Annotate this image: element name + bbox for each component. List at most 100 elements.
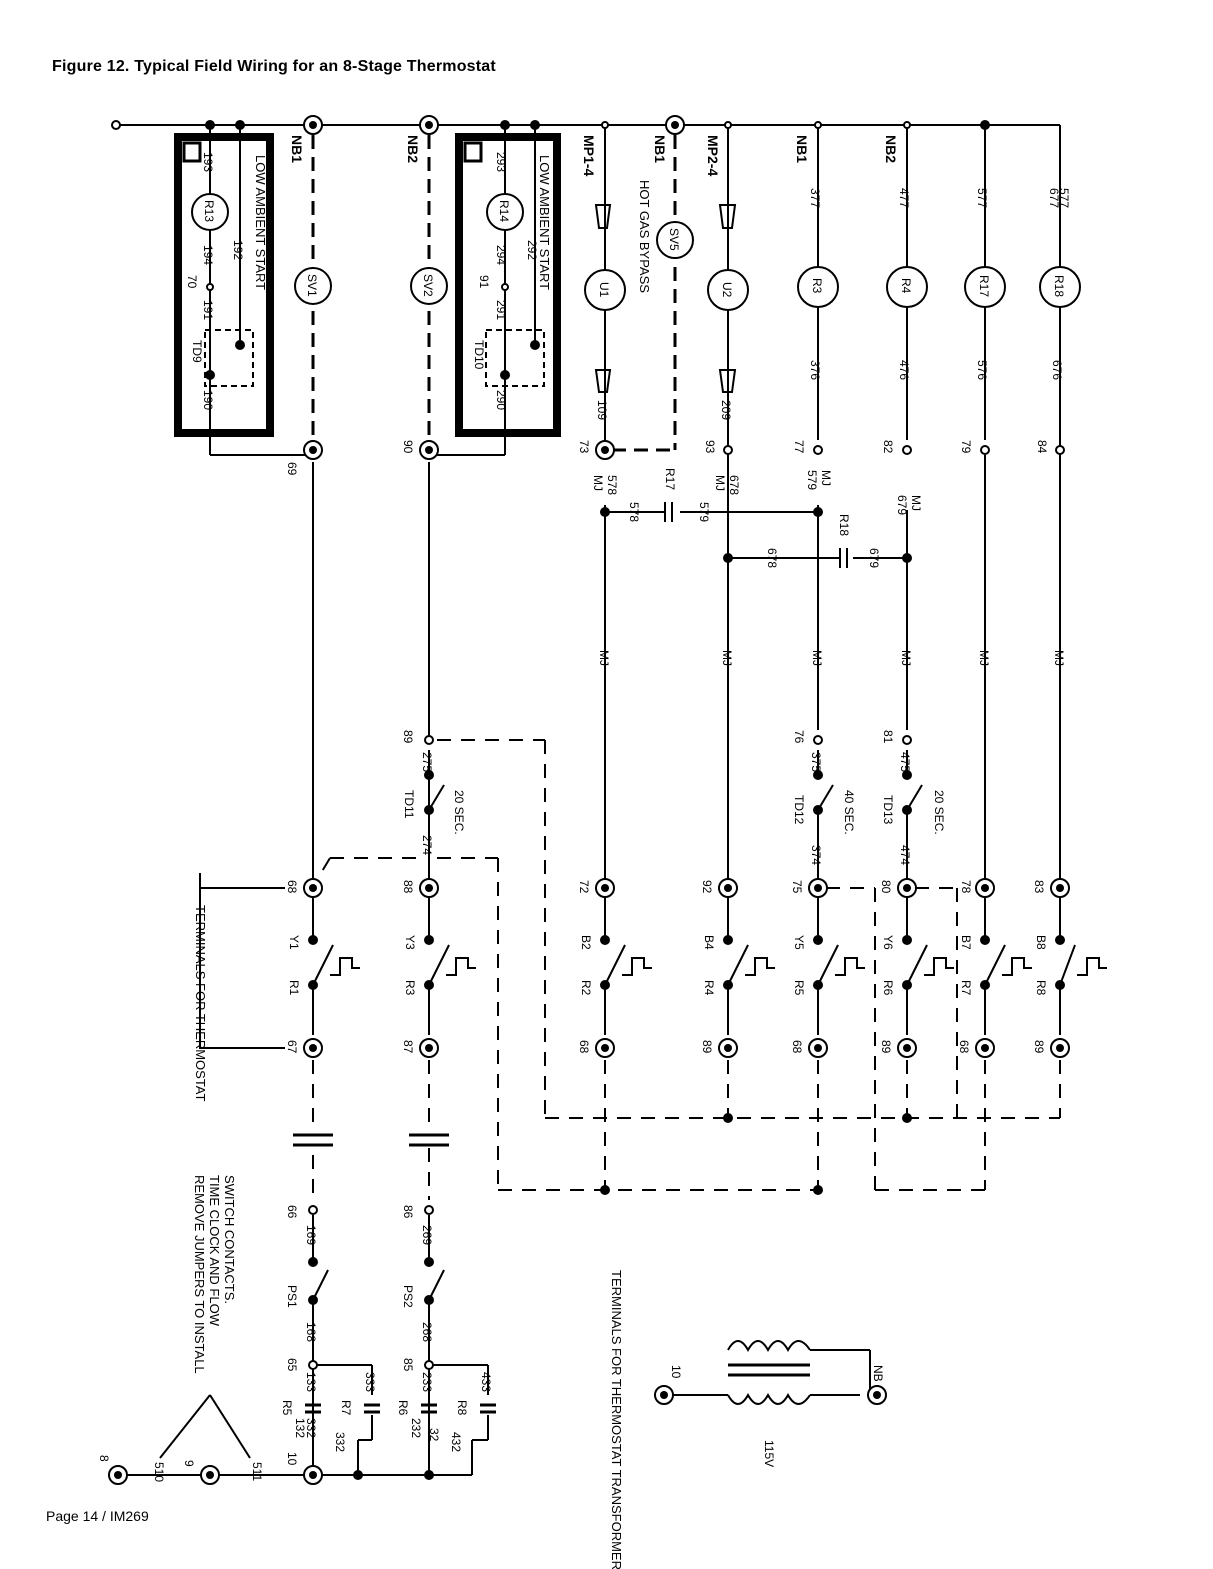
label-mj-8: MJ bbox=[899, 650, 913, 666]
label-r3-contact: R3 bbox=[403, 980, 417, 996]
label-mp1: MP1-4 bbox=[581, 135, 597, 176]
wire-32: 32 bbox=[427, 1428, 441, 1442]
wire-69: 69 bbox=[285, 462, 299, 476]
wire-89: 89 bbox=[401, 730, 415, 744]
wire-77: 77 bbox=[792, 440, 806, 454]
wire-268: 268 bbox=[420, 1322, 434, 1342]
label-mj-6: MJ bbox=[720, 650, 734, 666]
label-td9: TD9 bbox=[190, 340, 204, 363]
label-nb2-b: NB2 bbox=[883, 135, 899, 163]
wire-87: 87 bbox=[401, 1040, 415, 1054]
wire-432: 432 bbox=[449, 1432, 463, 1452]
label-terminals-transformer: TERMINALS FOR THERMOSTAT TRANSFORMER bbox=[609, 1270, 624, 1569]
label-r4: R4 bbox=[899, 278, 913, 294]
label-nb1-c: NB1 bbox=[794, 135, 810, 163]
label-mj-3: MJ bbox=[819, 470, 833, 486]
label-mj-2: MJ bbox=[713, 475, 727, 491]
wire-191: 191 bbox=[201, 300, 215, 320]
wire-89-d: 89 bbox=[1032, 1040, 1046, 1054]
u1-coil bbox=[584, 269, 626, 311]
label-b8: B8 bbox=[1034, 935, 1048, 950]
label-mp2: MP2-4 bbox=[705, 135, 721, 176]
label-mj-1: MJ bbox=[591, 475, 605, 491]
wire-477: 477 bbox=[897, 188, 911, 208]
wire-332-a: 332 bbox=[304, 1418, 318, 1438]
label-mj-4: MJ bbox=[909, 495, 923, 511]
wire-511: 511 bbox=[250, 1462, 264, 1481]
label-sv2: SV2 bbox=[421, 274, 435, 297]
label-ps2: PS2 bbox=[401, 1285, 415, 1308]
wire-269: 269 bbox=[420, 1225, 434, 1245]
wire-579-b: 579 bbox=[697, 502, 711, 522]
r17-coil bbox=[964, 266, 1006, 308]
label-low-ambient-2: LOW AMBIENT START bbox=[537, 155, 552, 290]
wire-209: 209 bbox=[719, 400, 733, 420]
wire-577-b: 577 bbox=[1057, 188, 1071, 208]
wire-232: 232 bbox=[409, 1418, 423, 1438]
r3-coil bbox=[797, 266, 839, 308]
wire-677: 677 bbox=[1047, 188, 1061, 208]
label-r6-bottom: R6 bbox=[396, 1400, 410, 1416]
wire-333: 333 bbox=[363, 1372, 377, 1392]
wire-233: 233 bbox=[420, 1372, 434, 1392]
wire-274: 274 bbox=[420, 835, 434, 855]
label-td10: TD10 bbox=[472, 340, 486, 370]
wire-10: 10 bbox=[285, 1452, 299, 1466]
wire-679-a: 679 bbox=[895, 495, 909, 515]
wire-nb-transformer: NB bbox=[871, 1365, 885, 1382]
wire-68-b: 68 bbox=[577, 1040, 591, 1054]
label-r5-bottom: R5 bbox=[280, 1400, 294, 1416]
label-b2: B2 bbox=[579, 935, 593, 950]
wire-109: 109 bbox=[595, 400, 609, 420]
label-40sec: 40 SEC. bbox=[842, 790, 856, 835]
r14-coil bbox=[486, 193, 524, 231]
wire-132: 132 bbox=[293, 1418, 307, 1438]
wire-89-c: 89 bbox=[879, 1040, 893, 1054]
wire-83: 83 bbox=[1032, 880, 1046, 894]
wire-374: 374 bbox=[809, 845, 823, 865]
wire-475: 475 bbox=[898, 752, 912, 772]
label-hot-gas-bypass: HOT GAS BYPASS bbox=[637, 180, 652, 293]
wire-578-b: 578 bbox=[627, 502, 641, 522]
wire-84: 84 bbox=[1035, 440, 1049, 454]
label-r4-contact: R4 bbox=[702, 980, 716, 996]
wire-88: 88 bbox=[401, 880, 415, 894]
label-115v: 115V bbox=[762, 1440, 776, 1467]
wire-294: 294 bbox=[494, 245, 508, 265]
label-mj-9: MJ bbox=[977, 650, 991, 666]
label-sv5: SV5 bbox=[667, 228, 681, 251]
label-20sec-b: 20 SEC. bbox=[932, 790, 946, 835]
wire-81: 81 bbox=[881, 730, 895, 744]
wire-678-a: 678 bbox=[727, 475, 741, 495]
wire-375: 375 bbox=[809, 752, 823, 772]
wire-293: 293 bbox=[494, 152, 508, 172]
wire-290: 290 bbox=[494, 390, 508, 410]
wire-68-d: 68 bbox=[957, 1040, 971, 1054]
sv5-coil bbox=[656, 221, 694, 259]
wire-90: 90 bbox=[401, 440, 415, 454]
wire-292: 292 bbox=[525, 240, 539, 260]
label-y5: Y5 bbox=[792, 935, 806, 950]
label-nb2-a: NB2 bbox=[405, 135, 421, 163]
label-u2: U2 bbox=[720, 282, 734, 298]
wire-133: 133 bbox=[304, 1372, 318, 1392]
label-20sec-a: 20 SEC. bbox=[452, 790, 466, 835]
wire-68-c: 68 bbox=[790, 1040, 804, 1054]
figure-title: Figure 12. Typical Field Wiring for an 8… bbox=[52, 58, 496, 75]
r4-coil bbox=[886, 266, 928, 308]
label-y3: Y3 bbox=[403, 935, 417, 950]
label-r1: R1 bbox=[287, 980, 301, 996]
wire-576: 576 bbox=[975, 360, 989, 380]
wire-679-b: 679 bbox=[867, 548, 881, 568]
page-footer: Page 14 / IM269 bbox=[46, 1508, 149, 1524]
label-mj-7: MJ bbox=[810, 650, 824, 666]
wire-169: 169 bbox=[304, 1225, 318, 1245]
wire-190: 190 bbox=[201, 390, 215, 410]
label-r7-bottom: R7 bbox=[339, 1400, 353, 1416]
label-ps1: PS1 bbox=[285, 1285, 299, 1308]
label-r6: R6 bbox=[881, 980, 895, 996]
wire-476: 476 bbox=[897, 360, 911, 380]
wire-9: 9 bbox=[182, 1460, 196, 1467]
label-low-ambient-1: LOW AMBIENT START bbox=[253, 155, 268, 290]
